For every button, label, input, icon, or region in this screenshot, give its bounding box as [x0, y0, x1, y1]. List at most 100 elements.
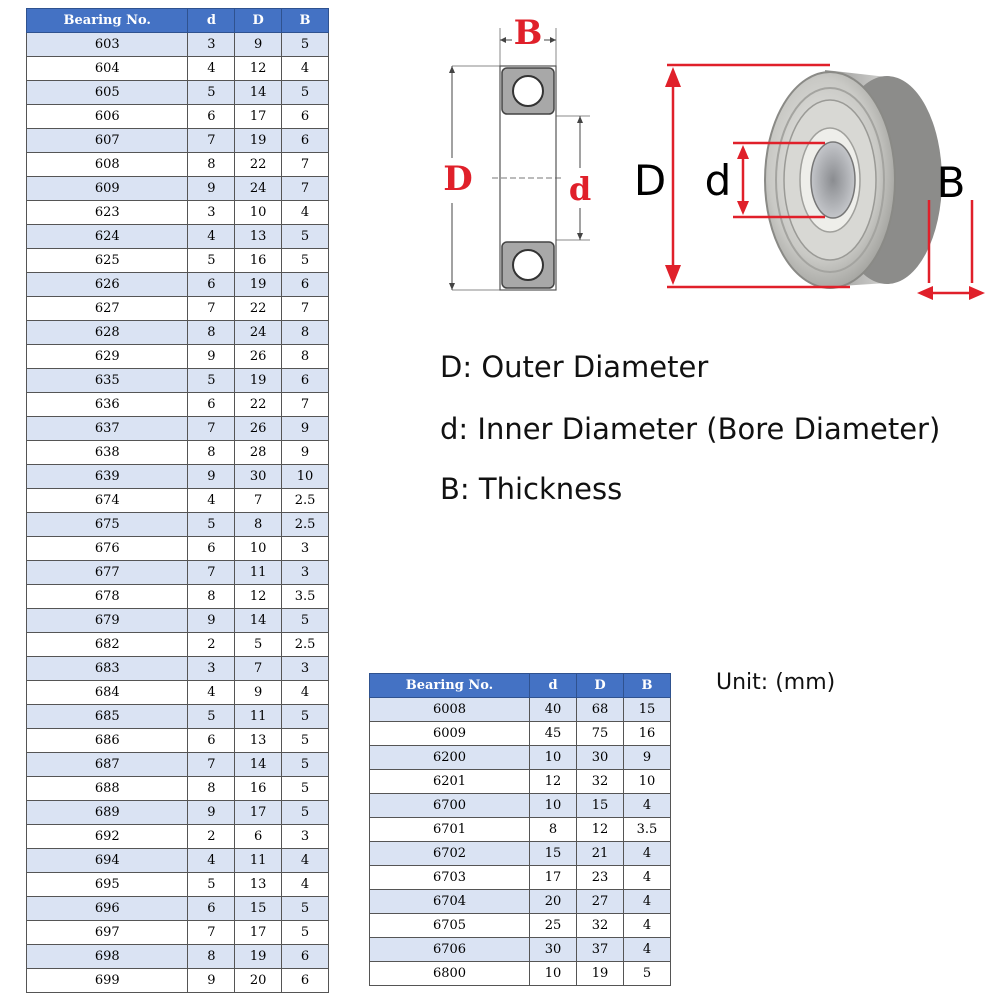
- cell-d: 4: [187, 224, 236, 249]
- cell-bearing-no: 609: [25, 176, 189, 201]
- cell-B: 16: [623, 721, 671, 746]
- cell-B: 2.5: [281, 512, 329, 537]
- cell-d: 5: [187, 512, 236, 537]
- cell-D: 12: [576, 817, 624, 842]
- cell-D: 22: [234, 392, 283, 417]
- cell-d: 6: [187, 392, 236, 417]
- diagram-label-D: D: [443, 159, 472, 199]
- photo-label-d: d: [705, 156, 732, 205]
- cell-d: 6: [187, 272, 236, 297]
- cell-bearing-no: 699: [25, 968, 189, 993]
- cell-bearing-no: 605: [25, 80, 189, 105]
- bearing-photo-illustration: D d B: [634, 63, 985, 300]
- cell-B: 5: [281, 248, 329, 273]
- cell-d: 20: [529, 889, 577, 914]
- cell-bearing-no: 628: [25, 320, 189, 345]
- cell-B: 3: [281, 536, 329, 561]
- cell-d: 7: [187, 296, 236, 321]
- col-header-D: D: [234, 8, 283, 33]
- cell-D: 12: [234, 56, 283, 81]
- cell-B: 10: [623, 769, 671, 794]
- cell-bearing-no: 6704: [369, 889, 530, 914]
- cell-d: 4: [187, 848, 236, 873]
- cell-B: 9: [281, 416, 329, 441]
- col-header-bearing-no: Bearing No.: [369, 673, 530, 698]
- cell-D: 13: [234, 224, 283, 249]
- cell-B: 5: [281, 800, 329, 825]
- cell-B: 6: [281, 272, 329, 297]
- cell-B: 15: [623, 697, 671, 722]
- cell-d: 7: [187, 752, 236, 777]
- cell-d: 5: [187, 704, 236, 729]
- cell-bearing-no: 6706: [369, 937, 530, 962]
- cell-D: 16: [234, 776, 283, 801]
- cell-d: 9: [187, 464, 236, 489]
- cell-bearing-no: 698: [25, 944, 189, 969]
- cell-bearing-no: 696: [25, 896, 189, 921]
- cell-D: 37: [576, 937, 624, 962]
- cell-D: 20: [234, 968, 283, 993]
- cell-B: 4: [281, 680, 329, 705]
- cell-d: 7: [187, 920, 236, 945]
- cell-B: 3: [281, 824, 329, 849]
- cell-B: 6: [281, 968, 329, 993]
- cell-D: 10: [234, 200, 283, 225]
- cell-bearing-no: 689: [25, 800, 189, 825]
- cell-bearing-no: 683: [25, 656, 189, 681]
- cell-d: 40: [529, 697, 577, 722]
- legend-inner-diameter: d: Inner Diameter (Bore Diameter): [440, 412, 941, 446]
- cell-B: 10: [281, 464, 329, 489]
- cell-d: 9: [187, 176, 236, 201]
- cell-d: 4: [187, 56, 236, 81]
- cell-d: 6: [187, 896, 236, 921]
- cell-D: 22: [234, 296, 283, 321]
- photo-label-B: B: [937, 158, 966, 207]
- cell-D: 11: [234, 848, 283, 873]
- cell-d: 3: [187, 656, 236, 681]
- cell-B: 4: [281, 872, 329, 897]
- cell-D: 13: [234, 872, 283, 897]
- cell-bearing-no: 684: [25, 680, 189, 705]
- legend-thickness: B: Thickness: [440, 472, 623, 506]
- cell-B: 7: [281, 296, 329, 321]
- cell-d: 3: [187, 200, 236, 225]
- cell-D: 27: [576, 889, 624, 914]
- cell-B: 5: [281, 896, 329, 921]
- cell-d: 9: [187, 608, 236, 633]
- cell-bearing-no: 695: [25, 872, 189, 897]
- cell-D: 19: [234, 272, 283, 297]
- cell-B: 4: [623, 841, 671, 866]
- cell-bearing-no: 6702: [369, 841, 530, 866]
- cell-D: 9: [234, 680, 283, 705]
- cell-d: 4: [187, 488, 236, 513]
- cell-D: 28: [234, 440, 283, 465]
- cell-B: 5: [623, 961, 671, 986]
- cell-d: 9: [187, 800, 236, 825]
- cell-D: 11: [234, 560, 283, 585]
